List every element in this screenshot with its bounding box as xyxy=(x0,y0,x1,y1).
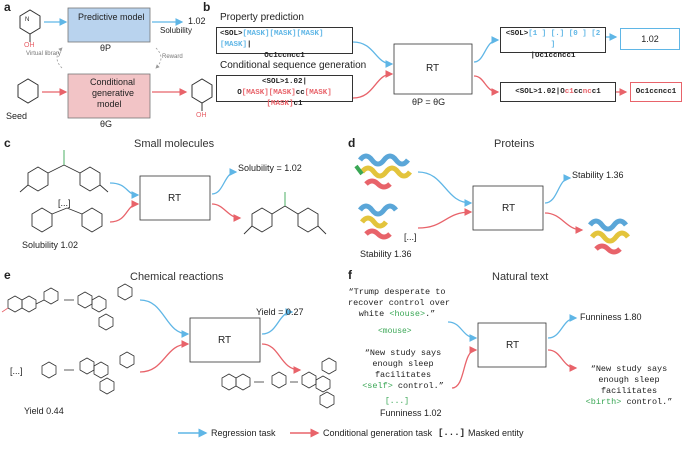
reaction-e-output xyxy=(221,357,337,409)
seed-label: Seed xyxy=(6,111,28,121)
panel-f-title: Natural text xyxy=(492,271,549,283)
protein-d-output xyxy=(588,218,630,255)
generative-model-line3: model xyxy=(97,99,122,109)
predictive-model-label: Predictive model xyxy=(78,12,145,22)
pyridinol-molecule-output xyxy=(191,78,213,111)
predictive-model-box xyxy=(67,7,151,43)
solubility-label: Solubility xyxy=(160,26,193,35)
generated-molecule-box: Oc1ccncc1 xyxy=(630,82,682,102)
panel-f-input-label: Funniness 1.02 xyxy=(380,408,442,418)
rt-box-b xyxy=(393,43,473,95)
rt-box-d xyxy=(472,185,544,231)
rt-label-e: RT xyxy=(218,335,232,346)
reward-label: Reward xyxy=(162,54,183,60)
rt-box-e xyxy=(189,317,261,363)
rt-box-c xyxy=(139,175,211,221)
panel-label-b: b xyxy=(203,0,211,14)
reaction-e-masked xyxy=(41,351,135,395)
rt-label-b: RT xyxy=(426,63,440,74)
rt-box-f xyxy=(477,322,547,368)
panel-c-title: Small molecules xyxy=(134,138,215,150)
pyridinol-molecule-top xyxy=(19,9,41,42)
oh-label-bottom: OH xyxy=(196,112,207,119)
oh-label-top: OH xyxy=(24,42,35,49)
generative-theta: θG xyxy=(100,119,113,129)
panel-label-d: d xyxy=(348,136,356,150)
panel-e-title: Chemical reactions xyxy=(130,271,224,283)
molecule-c-masked xyxy=(31,207,103,233)
panel-e-mask: [...] xyxy=(10,366,23,376)
panel-label-c: c xyxy=(4,136,11,150)
molecule-c-top xyxy=(19,150,109,193)
virtual-library-label: Virtual library xyxy=(26,51,61,57)
panel-e-input-label: Yield 0.44 xyxy=(24,406,64,416)
seq-generation-input: <SOL>1.02| O[MASK][MASK]cc[MASK][MASK]c1 xyxy=(216,75,353,108)
reaction-e-top xyxy=(1,283,133,331)
seq-prediction-input: <SOL>[MASK][MASK][MASK][MASK]| Oc1ccncc1 xyxy=(216,27,353,60)
generated-quote: “New study says enough sleep facilitates… xyxy=(585,364,673,407)
quote-1: “Trump desperate to recover control over… xyxy=(348,287,451,319)
panel-label-f: f xyxy=(348,268,352,282)
panel-f-output: Funniness 1.80 xyxy=(580,312,642,322)
panel-label-a: a xyxy=(4,0,11,14)
property-prediction-title: Property prediction xyxy=(220,12,304,23)
panel-label-e: e xyxy=(4,268,11,282)
protein-d-masked xyxy=(358,203,398,240)
panel-d-title: Proteins xyxy=(494,138,535,150)
seq-prediction-output: <SOL>[1 ] [.] [0 ] [2 ] |Oc1ccncc1 xyxy=(500,27,606,60)
panel-c-mask: [...] xyxy=(58,198,71,208)
panel-d-output: Stability 1.36 xyxy=(572,170,624,180)
rt-label-d: RT xyxy=(502,203,516,214)
molecule-c-output xyxy=(243,192,327,235)
prediction-value-box: 1.02 xyxy=(620,28,680,50)
legend-regression-label: Regression task xyxy=(211,428,276,438)
quote-2: “New study says enough sleep facilitates… xyxy=(362,348,444,391)
rt-label-c: RT xyxy=(168,193,182,204)
rt-label-f: RT xyxy=(506,340,520,351)
predictive-theta: θP xyxy=(100,43,112,53)
legend-conditional-label: Conditional generation task xyxy=(323,428,433,438)
theta-equal-label: θP = θG xyxy=(412,97,446,107)
nitrogen-label: N xyxy=(25,17,30,23)
protein-d-top xyxy=(354,153,412,190)
quote-2-mask: [...] xyxy=(385,397,410,406)
panel-c-output: Solubility = 1.02 xyxy=(238,163,302,173)
solubility-value: 1.02 xyxy=(188,16,206,26)
generative-model-box xyxy=(67,73,151,119)
quote-1-token: <mouse> xyxy=(378,327,412,336)
generative-model-line2: generative xyxy=(92,88,135,98)
pyridine-molecule-seed xyxy=(17,78,39,104)
panel-e-output: Yield = 0.27 xyxy=(256,307,304,317)
panel-c-input-label: Solubility 1.02 xyxy=(22,240,79,250)
seq-generation-output: <SOL>1.02|Oc1ccncc1 xyxy=(500,82,616,102)
legend-masked-entity-label: Masked entity xyxy=(468,428,524,438)
legend-mask-symbol: [...] xyxy=(438,428,466,438)
panel-d-mask: [...] xyxy=(404,232,417,242)
generative-model-line1: Conditional xyxy=(90,77,136,87)
conditional-sequence-generation-title: Conditional sequence generation xyxy=(220,60,367,71)
panel-d-input-label: Stability 1.36 xyxy=(360,249,412,259)
